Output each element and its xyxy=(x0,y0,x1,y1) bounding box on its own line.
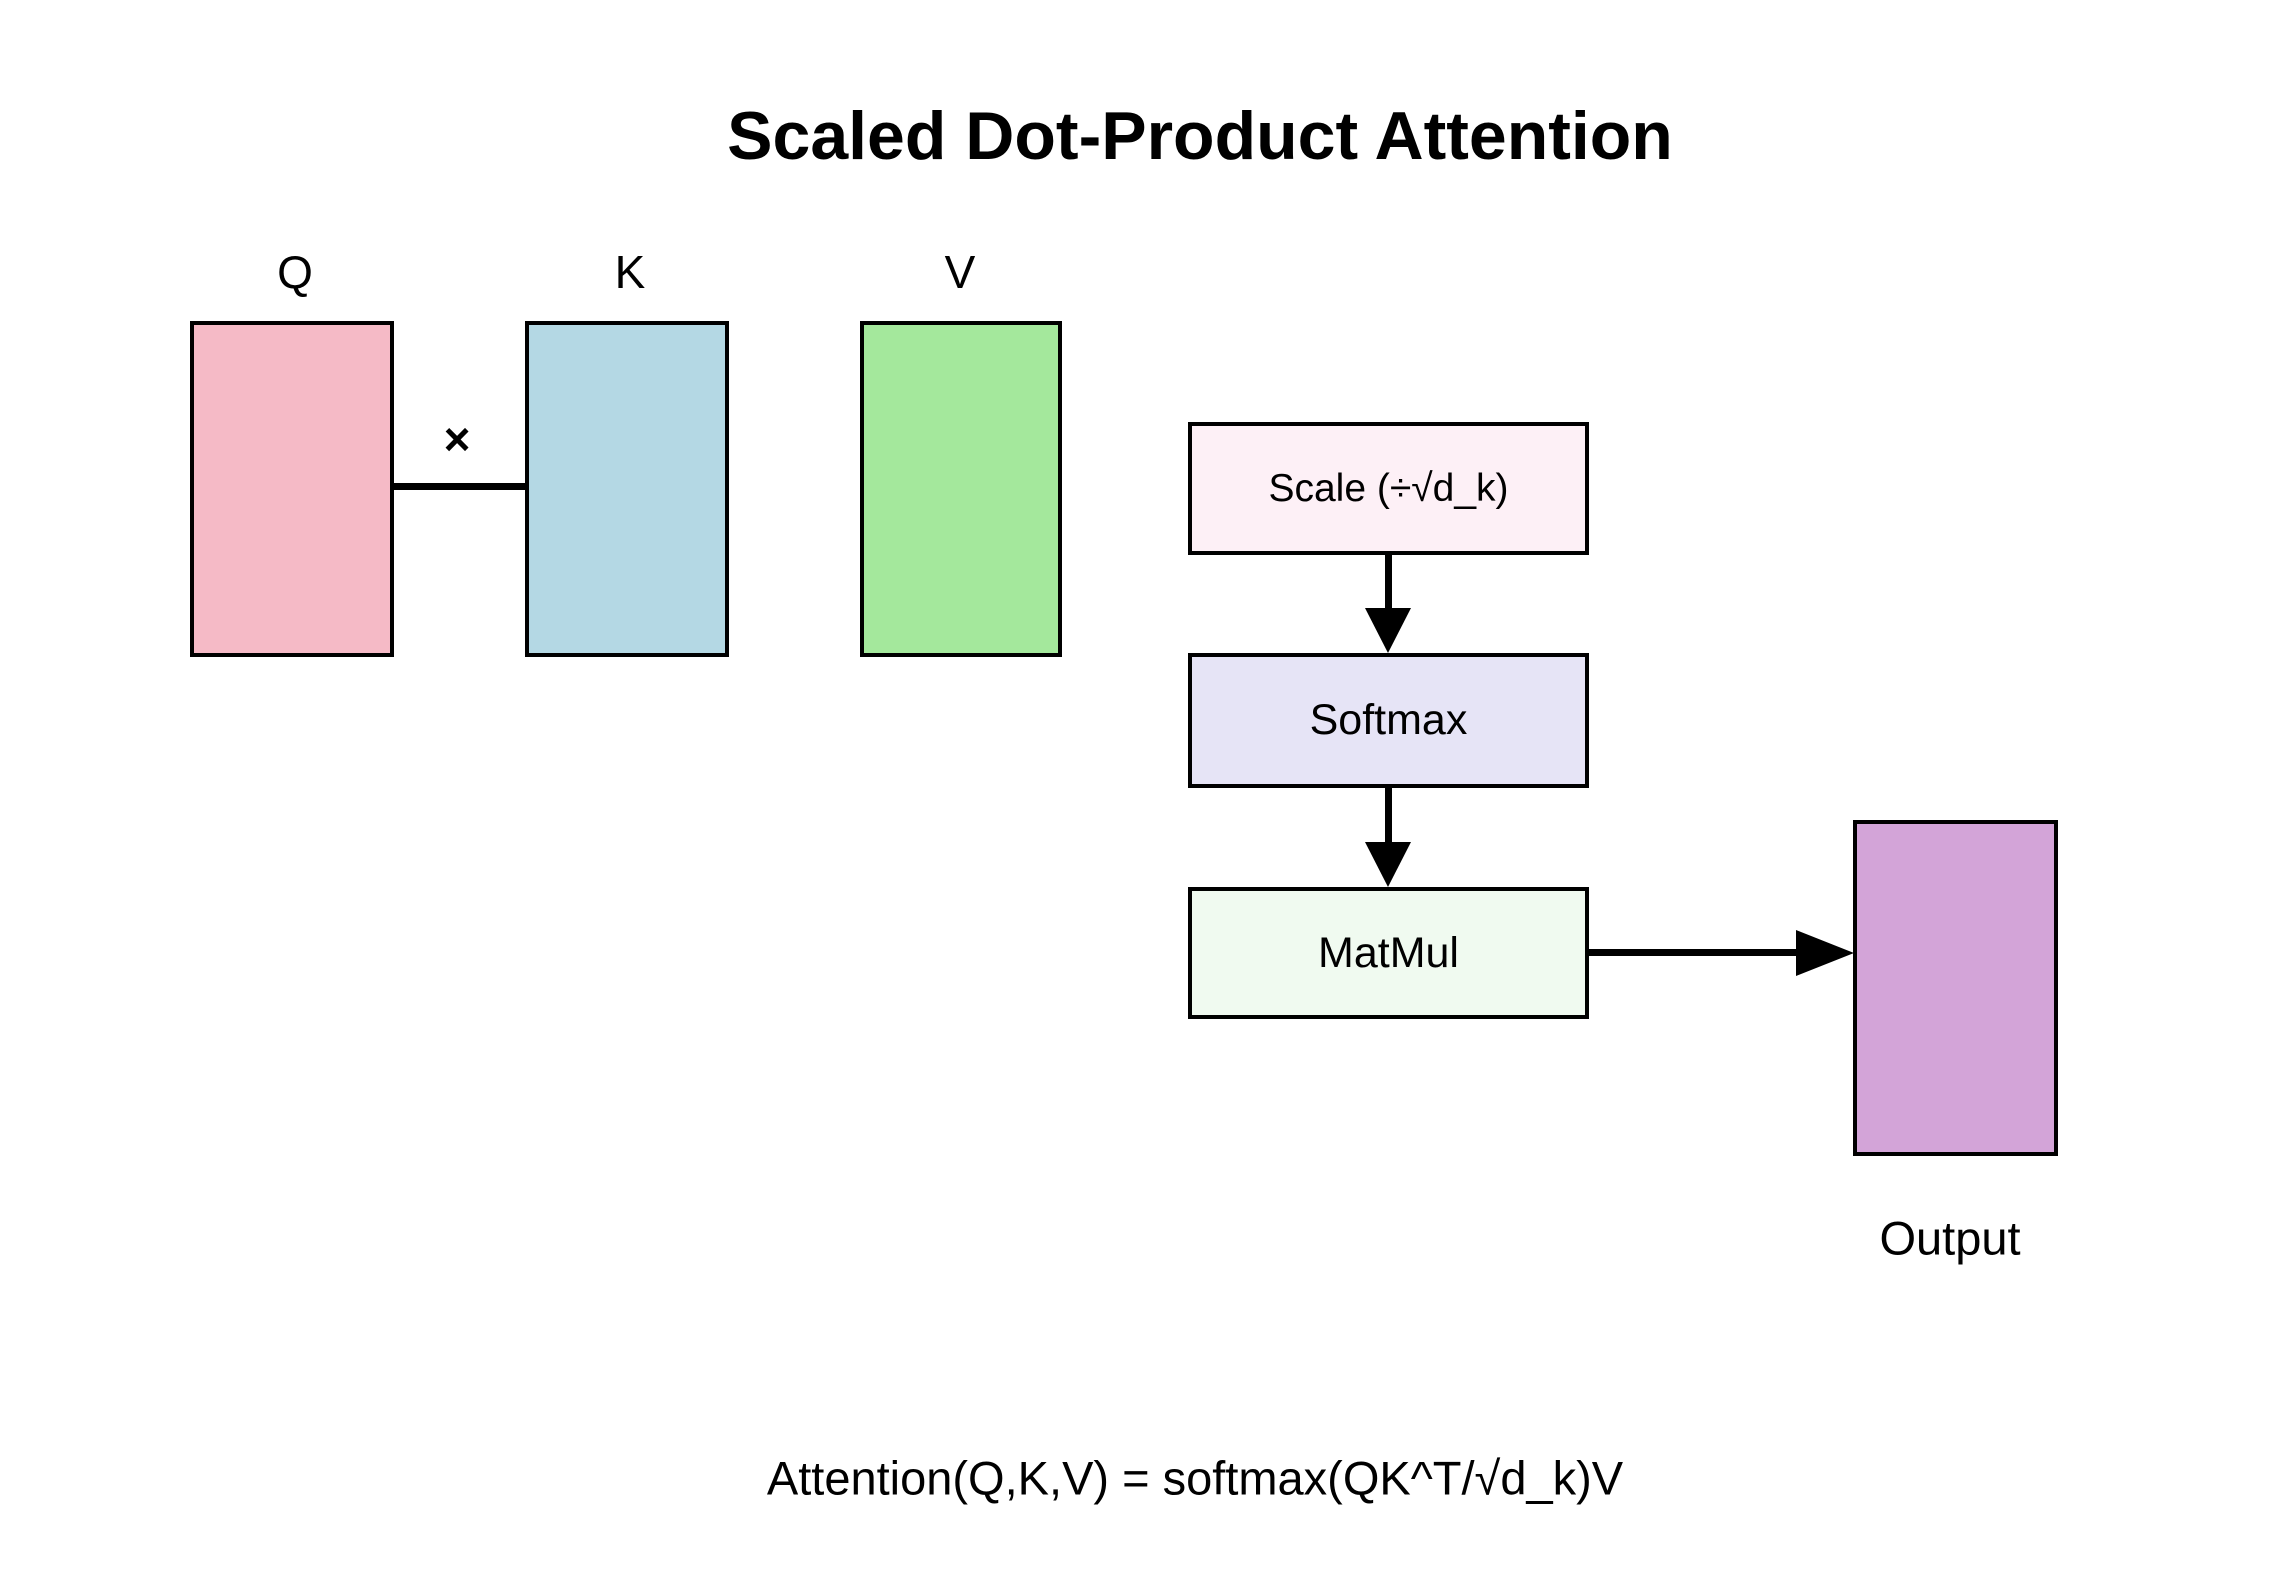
matrix-q-rect xyxy=(190,321,394,657)
softmax-box-label: Softmax xyxy=(1309,696,1468,744)
scale-box: Scale (÷√d_k) xyxy=(1188,422,1589,555)
arrow-matmul-to-output-head xyxy=(1796,930,1854,976)
arrow-softmax-to-matmul-head xyxy=(1365,842,1411,887)
scale-box-label: Scale (÷√d_k) xyxy=(1268,466,1509,510)
matrix-k-rect xyxy=(525,321,729,657)
multiply-symbol: × xyxy=(443,413,471,465)
arrow-softmax-to-matmul-stem xyxy=(1385,788,1392,843)
arrow-scale-to-softmax-head xyxy=(1365,608,1411,653)
arrow-matmul-to-output-stem xyxy=(1589,949,1797,956)
attention-formula: Attention(Q,K,V) = softmax(QK^T/√d_k)V xyxy=(766,1451,1624,1505)
matmul-box-label: MatMul xyxy=(1318,928,1459,977)
output-label: Output xyxy=(1879,1211,2021,1265)
qk-connector-line xyxy=(392,483,527,490)
matrix-v-label: V xyxy=(944,246,976,298)
softmax-box: Softmax xyxy=(1188,653,1589,788)
arrow-scale-to-softmax-stem xyxy=(1385,555,1392,610)
diagram-title: Scaled Dot-Product Attention xyxy=(727,98,1673,174)
matmul-box: MatMul xyxy=(1188,887,1589,1019)
output-rect xyxy=(1853,820,2058,1156)
matrix-q-label: Q xyxy=(277,246,313,298)
matrix-v-rect xyxy=(860,321,1062,657)
matrix-k-label: K xyxy=(614,246,646,298)
